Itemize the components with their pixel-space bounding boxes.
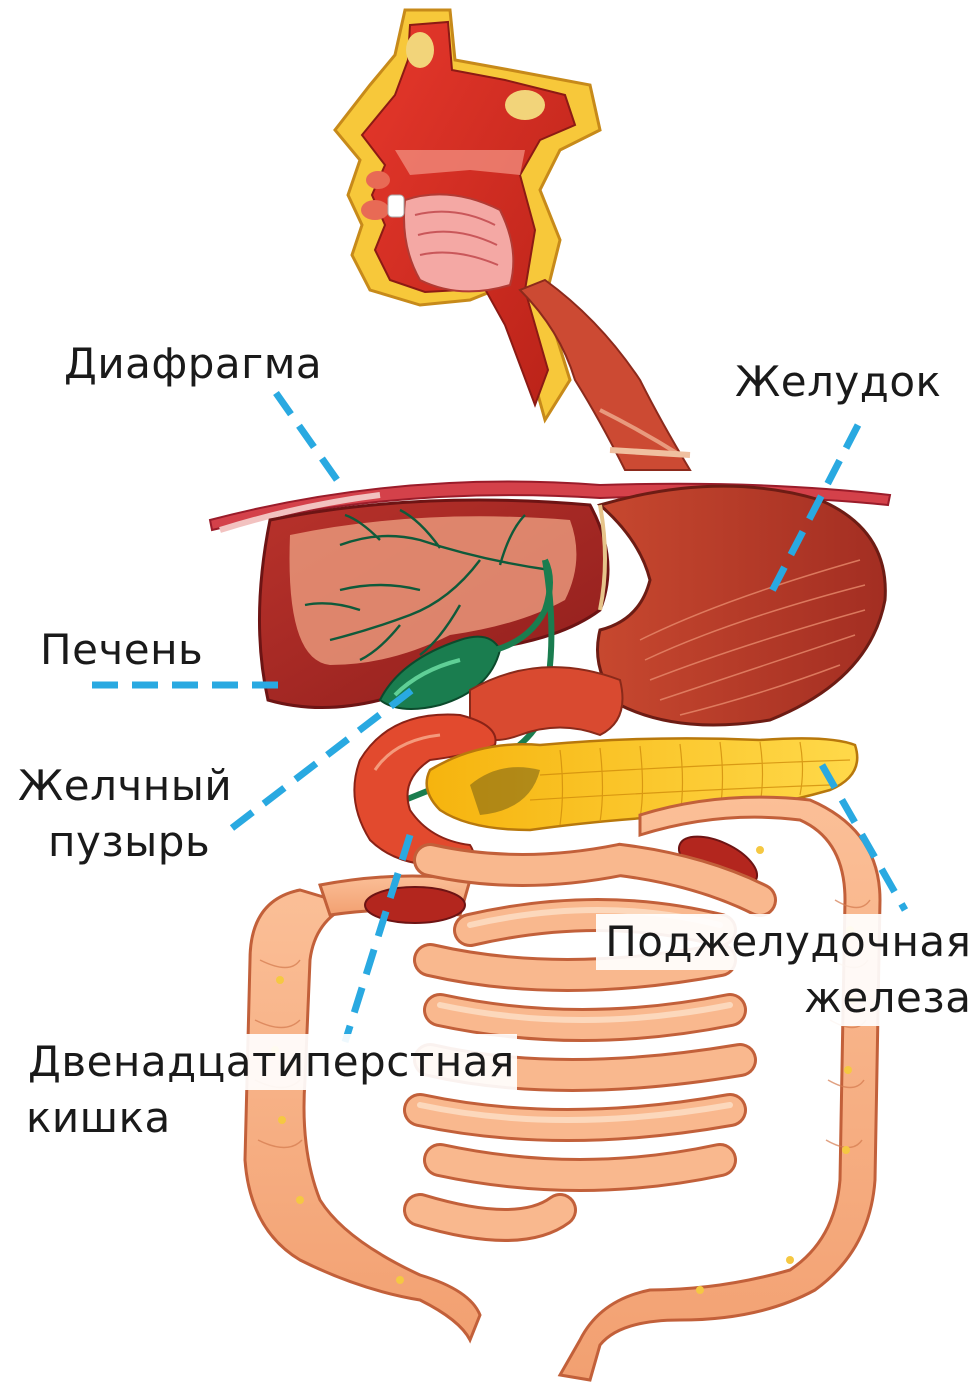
label-liver: Печень xyxy=(40,622,203,678)
label-gallbladder: Желчный пузырь xyxy=(18,758,232,870)
stomach-shape xyxy=(598,486,886,725)
label-diaphragm: Диафрагма xyxy=(64,336,322,392)
label-duodenum: Двенадцатиперстная кишка xyxy=(26,1034,517,1146)
label-stomach-text: Желудок xyxy=(735,354,941,410)
label-duodenum-line-2: кишка xyxy=(26,1090,517,1146)
label-gallbladder-line-1: Желчный xyxy=(18,758,232,814)
label-pancreas: Поджелудочная железа xyxy=(596,914,973,1026)
label-stomach: Желудок xyxy=(735,354,941,410)
leader-line-diaphragm xyxy=(276,393,342,487)
head-section xyxy=(335,10,600,420)
label-gallbladder-line-2: пузырь xyxy=(18,814,232,870)
label-duodenum-line-1: Двенадцатиперстная xyxy=(26,1034,517,1090)
leader-line-duodenum xyxy=(345,835,410,1042)
label-diaphragm-text: Диафрагма xyxy=(64,336,322,392)
label-liver-text: Печень xyxy=(40,622,203,678)
label-pancreas-line-2: железа xyxy=(802,970,973,1026)
label-pancreas-line-1: Поджелудочная xyxy=(596,914,973,970)
